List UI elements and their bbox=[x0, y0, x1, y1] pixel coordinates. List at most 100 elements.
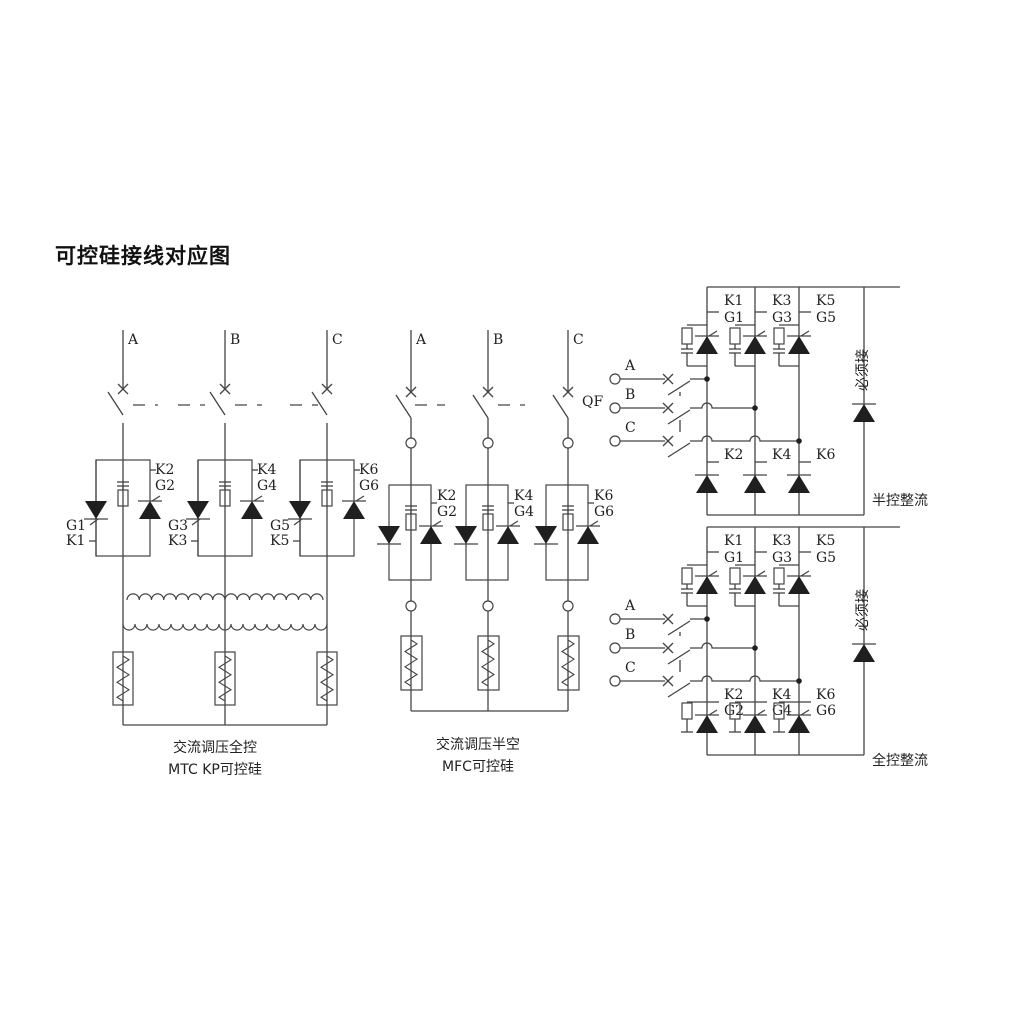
thyristor-icon bbox=[787, 330, 811, 354]
thyristor-icon bbox=[743, 474, 767, 493]
wire bbox=[662, 675, 674, 687]
gate-label: G3 bbox=[168, 518, 188, 534]
heater-element bbox=[560, 639, 576, 687]
resistor bbox=[681, 567, 693, 585]
thyristor-icon bbox=[496, 520, 520, 544]
cathode-label: K5 bbox=[270, 533, 289, 549]
input-label: C bbox=[625, 660, 636, 676]
resistor bbox=[773, 327, 785, 345]
phase-label: B bbox=[230, 332, 240, 348]
thyristor-triangle bbox=[853, 644, 875, 662]
wire bbox=[756, 709, 766, 716]
caption: MFC可控硅 bbox=[442, 759, 514, 775]
wire bbox=[667, 620, 691, 636]
phase-bus bbox=[690, 402, 755, 409]
input-label: A bbox=[624, 358, 636, 374]
thyristor-icon bbox=[743, 570, 767, 594]
wire bbox=[662, 613, 674, 625]
gate-label: G3 bbox=[772, 310, 792, 326]
thyristor-triangle bbox=[85, 501, 107, 519]
wire bbox=[662, 435, 674, 447]
transformer-winding bbox=[126, 593, 324, 601]
wire bbox=[708, 570, 718, 577]
note-must-connect: 必须接 bbox=[854, 349, 871, 391]
cathode-label: K4 bbox=[257, 462, 276, 478]
cathode-label: K2 bbox=[437, 488, 456, 504]
terminal-circle bbox=[405, 437, 417, 449]
cathode-label: K3 bbox=[168, 533, 187, 549]
thyristor-triangle bbox=[497, 526, 519, 544]
gate-label: G6 bbox=[359, 478, 379, 494]
thyristor-icon bbox=[787, 709, 811, 733]
transformer-winding bbox=[122, 623, 328, 631]
cathode-label: K4 bbox=[772, 687, 791, 703]
wire bbox=[432, 520, 442, 527]
thyristor-triangle bbox=[577, 526, 599, 544]
thyristor-icon bbox=[576, 520, 600, 544]
input-terminal bbox=[609, 613, 621, 625]
resistor bbox=[117, 489, 129, 507]
thyristor-icon bbox=[342, 495, 366, 519]
wire bbox=[667, 409, 691, 425]
terminal-circle bbox=[405, 600, 417, 612]
thyristor-triangle bbox=[788, 715, 810, 733]
thyristor-triangle bbox=[744, 715, 766, 733]
thyristor-triangle bbox=[696, 715, 718, 733]
thyristor-icon bbox=[852, 403, 876, 422]
cathode-label: K4 bbox=[514, 488, 533, 504]
caption: MTC KP可控硅 bbox=[168, 762, 262, 778]
thyristor-icon bbox=[787, 570, 811, 594]
cathode-label: K1 bbox=[724, 533, 743, 549]
wire bbox=[708, 330, 718, 337]
cathode-label: K5 bbox=[816, 533, 835, 549]
resistor bbox=[405, 513, 417, 531]
heater-load bbox=[316, 651, 338, 706]
heater-load bbox=[112, 651, 134, 706]
wire bbox=[552, 394, 569, 419]
thyristor-triangle bbox=[343, 501, 365, 519]
input-terminal bbox=[609, 435, 621, 447]
gate-label: G5 bbox=[816, 310, 836, 326]
wire bbox=[756, 570, 766, 577]
resistor bbox=[562, 513, 574, 531]
caption: 交流调压全控 bbox=[173, 739, 257, 756]
wire bbox=[321, 383, 333, 395]
wire bbox=[662, 373, 674, 385]
gate-label: G4 bbox=[514, 504, 534, 520]
thyristor-icon bbox=[852, 643, 876, 662]
thyristor-triangle bbox=[744, 576, 766, 594]
thyristor-triangle bbox=[241, 501, 263, 519]
cathode-label: K2 bbox=[724, 687, 743, 703]
thyristor-icon bbox=[186, 501, 210, 526]
wire bbox=[756, 330, 766, 337]
terminal-circle bbox=[562, 600, 574, 612]
thyristor-triangle bbox=[289, 501, 311, 519]
cathode-label: K6 bbox=[816, 687, 835, 703]
thyristor-icon bbox=[695, 570, 719, 594]
breaker-label: QF bbox=[582, 394, 603, 410]
heater-load bbox=[214, 651, 236, 706]
thyristor-icon bbox=[695, 709, 719, 733]
phase-label: B bbox=[493, 332, 503, 348]
thyristor-triangle bbox=[788, 475, 810, 493]
wire bbox=[667, 380, 691, 396]
phase-label: A bbox=[127, 332, 139, 348]
thyristor-triangle bbox=[455, 526, 477, 544]
input-label: B bbox=[625, 387, 635, 403]
wire bbox=[662, 642, 674, 654]
gate-label: G4 bbox=[257, 478, 277, 494]
thyristor-icon bbox=[787, 474, 811, 493]
thyristor-triangle bbox=[378, 526, 400, 544]
thyristor-triangle bbox=[187, 501, 209, 519]
wire bbox=[667, 649, 691, 665]
wire bbox=[293, 518, 303, 526]
cathode-label: K5 bbox=[816, 293, 835, 309]
caption: 交流调压半空 bbox=[436, 736, 520, 753]
thyristor-triangle bbox=[788, 336, 810, 354]
thyristor-triangle bbox=[853, 404, 875, 422]
terminal-circle bbox=[562, 437, 574, 449]
input-label: B bbox=[625, 627, 635, 643]
cathode-label: K4 bbox=[772, 447, 791, 463]
